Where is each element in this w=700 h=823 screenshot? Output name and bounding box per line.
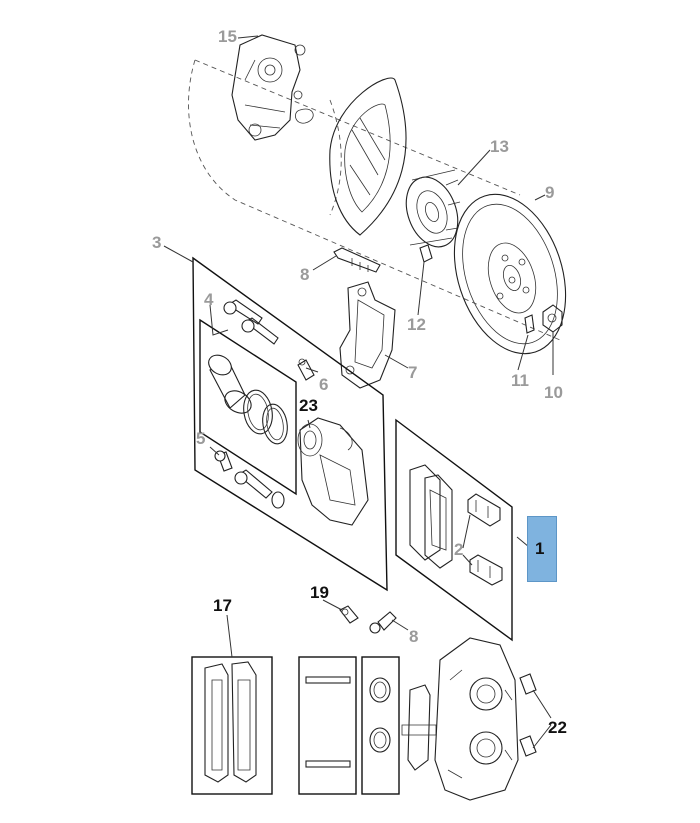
bracket-bolt-part-8	[333, 247, 381, 273]
frame-seal-kit	[361, 656, 400, 795]
highlight-box-1	[527, 516, 557, 582]
bleeder-part-6	[297, 358, 315, 381]
callout-5[interactable]: 5	[196, 429, 206, 448]
bolts-part-5	[214, 450, 285, 509]
rotor-part-9	[453, 193, 567, 355]
pins	[305, 676, 351, 768]
callout-22[interactable]: 22	[548, 718, 567, 737]
callout-8-lower[interactable]: 8	[409, 627, 419, 646]
bleeder-screw-part-19	[339, 605, 359, 624]
banjo-bolt-part-8	[369, 611, 397, 634]
frame-pads-kit	[395, 418, 513, 642]
callout-15[interactable]: 15	[218, 27, 237, 46]
callout-11[interactable]: 11	[511, 371, 529, 390]
nut-part-10	[542, 304, 563, 333]
mounting-bolts-part-22	[519, 673, 537, 757]
seals	[369, 677, 391, 753]
clips-part-2	[467, 493, 503, 586]
callout-3[interactable]: 3	[152, 233, 162, 252]
callout-23[interactable]: 23	[299, 396, 318, 415]
callout-10[interactable]: 10	[544, 383, 563, 402]
callout-6[interactable]: 6	[319, 375, 329, 394]
piston-and-seals	[208, 354, 288, 445]
hub-part-13	[405, 169, 461, 248]
axle-envelope	[188, 59, 561, 341]
frame-piston-kit	[199, 318, 297, 496]
callout-2[interactable]: 2	[454, 540, 464, 559]
guide-pin-bolts-part-4	[223, 299, 279, 345]
callout-1[interactable]: 1	[535, 539, 545, 558]
callout-8-upper[interactable]: 8	[300, 265, 310, 284]
performance-caliper	[434, 637, 519, 801]
callout-4[interactable]: 4	[204, 290, 214, 309]
knuckle-part-15	[231, 34, 314, 141]
caliper-bracket-part-7	[339, 281, 396, 389]
stud-part-11	[524, 314, 535, 334]
brake-pads	[409, 464, 453, 569]
callout-13[interactable]: 13	[490, 137, 509, 156]
stud-part-12	[419, 244, 433, 263]
pad-set-17	[204, 661, 257, 783]
callout-17[interactable]: 17	[213, 596, 232, 615]
callout-7[interactable]: 7	[408, 363, 418, 382]
dust-shield	[329, 77, 407, 236]
frame-caliper-assembly	[192, 256, 388, 592]
frame-pin-kit	[298, 656, 357, 795]
anti-rattle-clip	[401, 684, 437, 771]
callout-12[interactable]: 12	[407, 315, 426, 334]
callout-9[interactable]: 9	[545, 183, 555, 202]
caliper-housing	[297, 417, 369, 526]
callout-19[interactable]: 19	[310, 583, 329, 602]
